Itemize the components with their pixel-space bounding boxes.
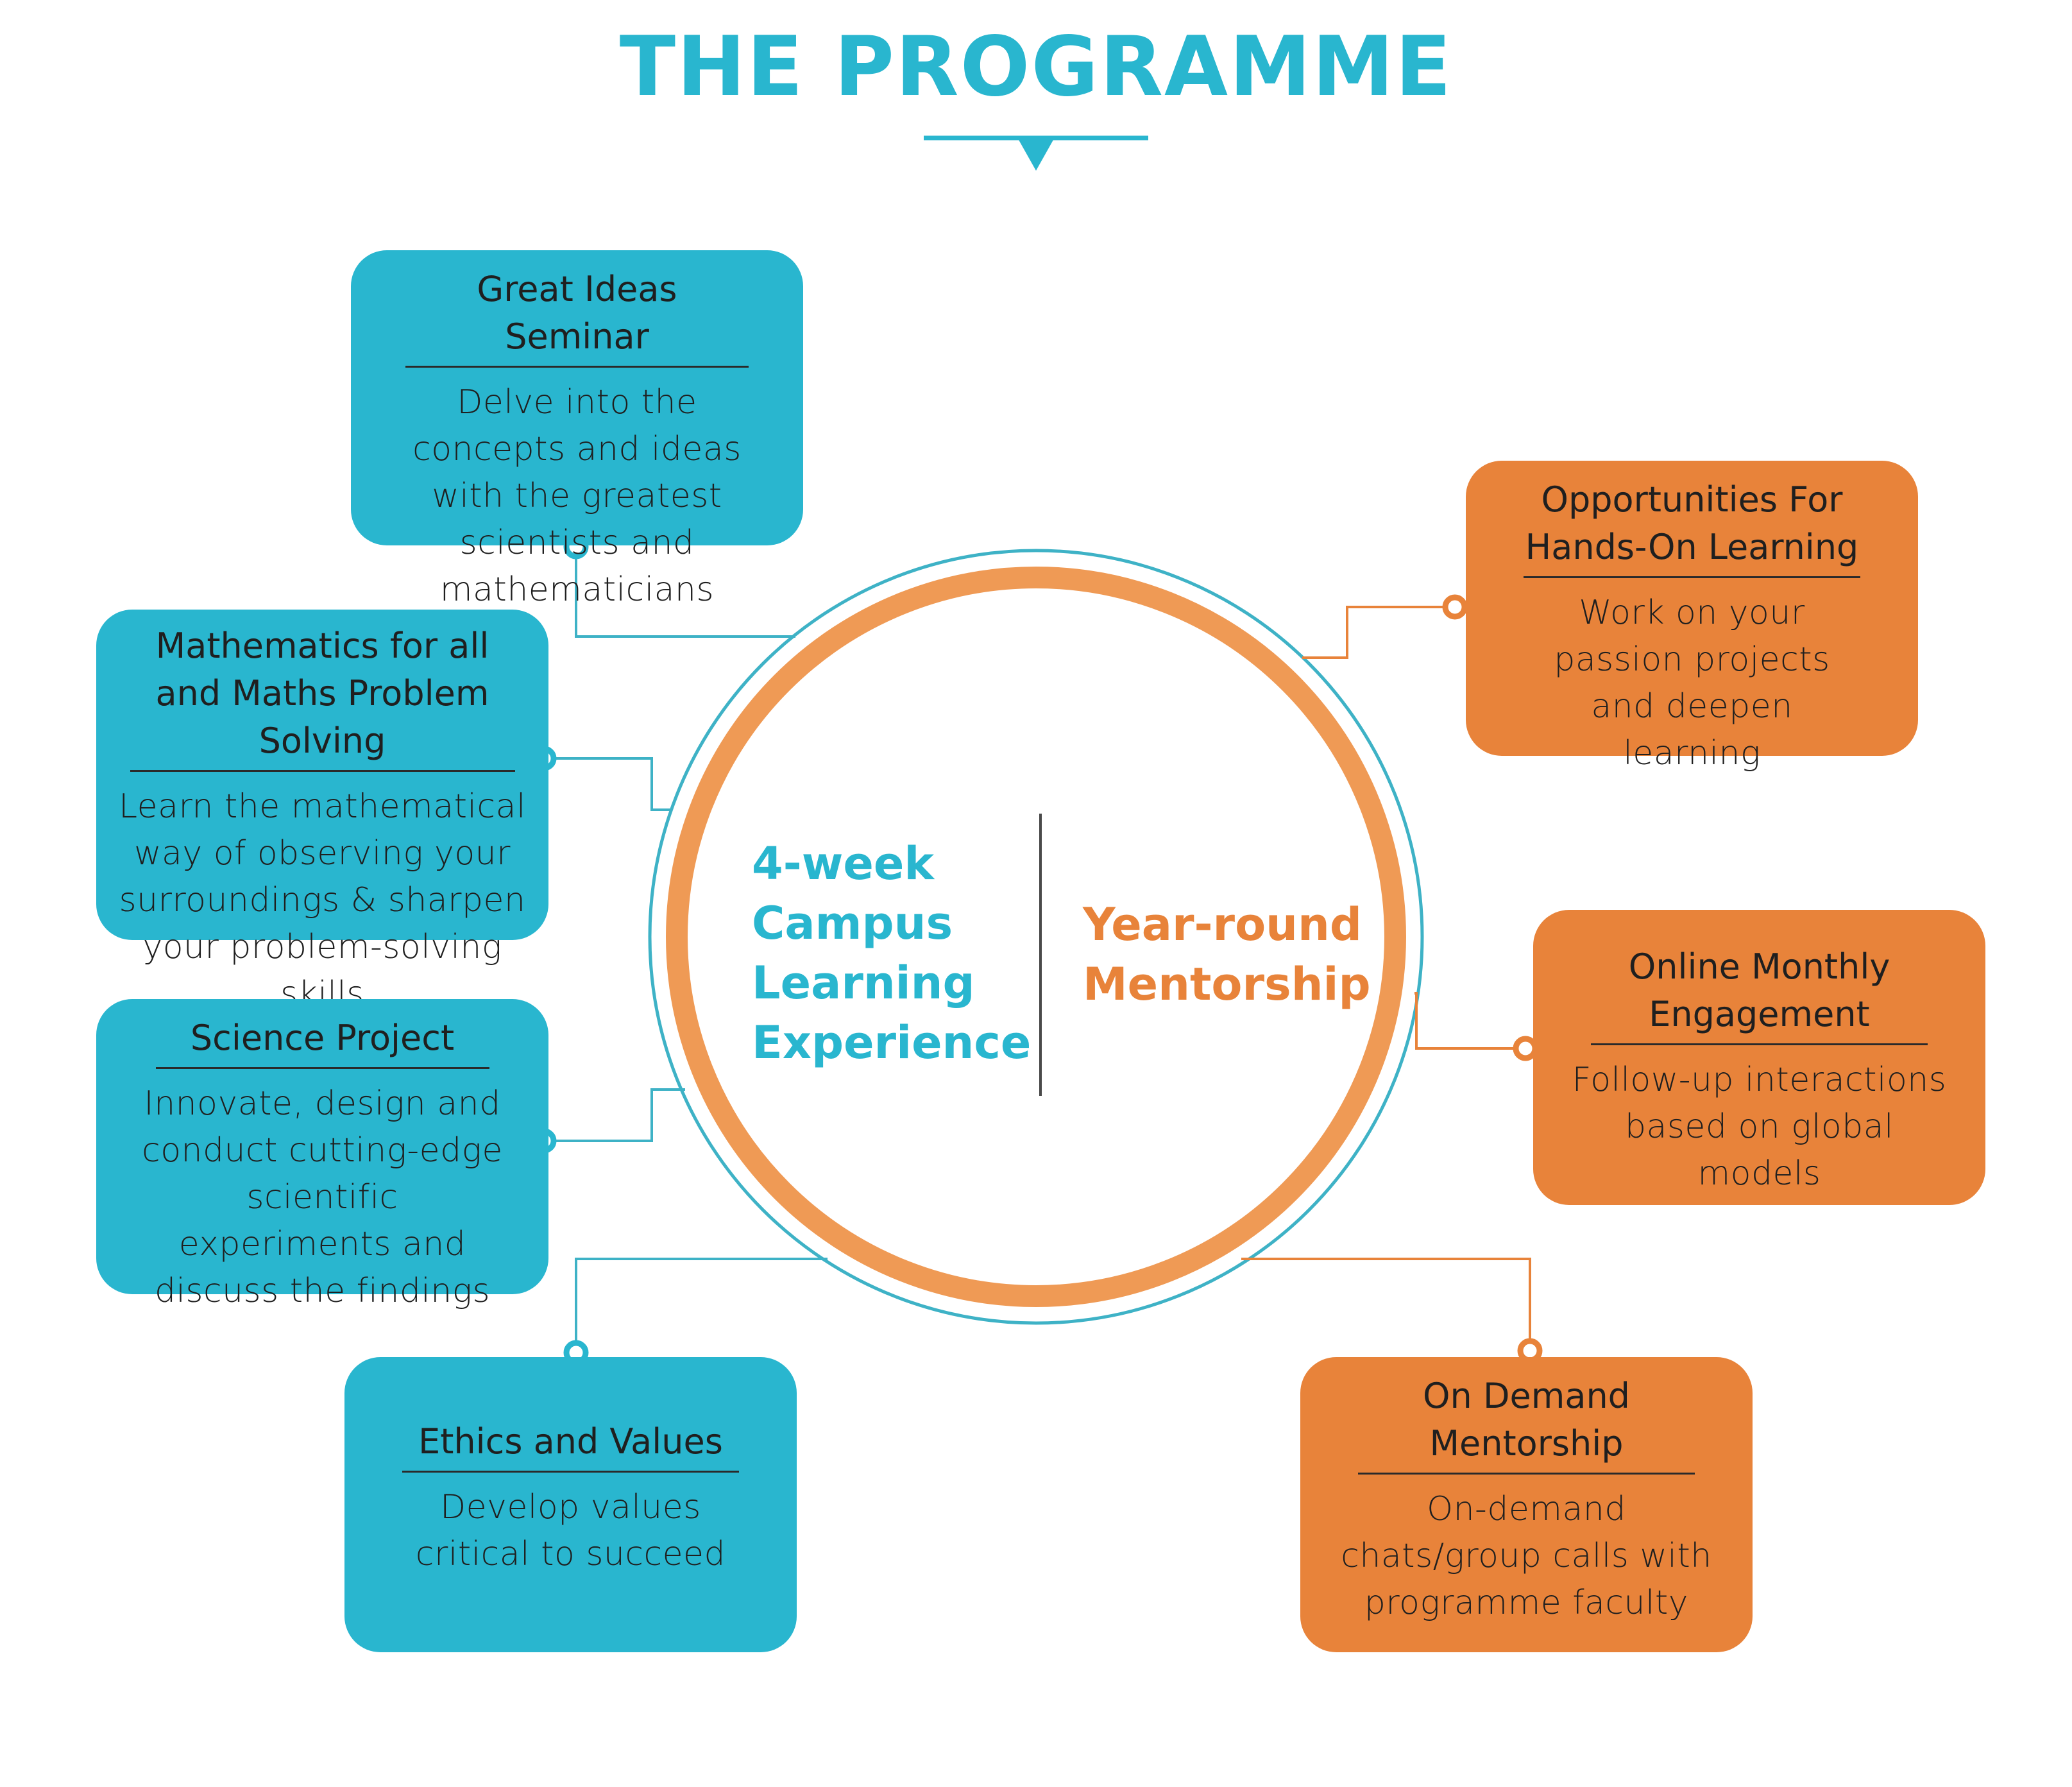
card-description: Work on your passion projects and deepen… xyxy=(1554,594,1830,773)
card-title: Opportunities For Hands-On Learning xyxy=(1524,476,1860,578)
connector-on-demand xyxy=(1241,1258,1531,1351)
card-title: On Demand Mentorship xyxy=(1358,1372,1695,1475)
card-title: Great Ideas Seminar xyxy=(405,266,749,368)
card-title: Mathematics for all and Maths Problem So… xyxy=(130,622,515,772)
card-title: Science Project xyxy=(155,1014,489,1069)
card-title: Ethics and Values xyxy=(402,1418,739,1473)
card-description: On-demand chats/group calls with program… xyxy=(1341,1490,1712,1622)
page-title: THE PROGRAMME xyxy=(619,19,1453,115)
dot-online-monthly xyxy=(1513,1036,1538,1061)
card-mathematics: Mathematics for all and Maths Problem So… xyxy=(96,610,548,1013)
center-campus-label: 4-week Campus Learning Experience xyxy=(752,837,1032,1069)
card-ethics-and-values: Ethics and Values Develop values critica… xyxy=(344,1357,797,1652)
center-mentorship-label: Year-round Mentorship xyxy=(1083,898,1371,1011)
card-description: Learn the mathematical way of observing … xyxy=(119,787,526,1013)
card-hands-on-learning: Opportunities For Hands-On Learning Work… xyxy=(1466,461,1918,773)
card-description: Follow-up interactions based on global m… xyxy=(1572,1061,1947,1193)
inner-ring xyxy=(666,567,1406,1307)
connector-mathematics xyxy=(544,757,672,811)
card-on-demand-mentorship: On Demand Mentorship On-demand chats/gro… xyxy=(1300,1357,1753,1652)
card-description: Innovate, design and conduct cutting-edg… xyxy=(142,1084,503,1310)
outer-ring xyxy=(648,549,1424,1325)
card-science-project: Science Project Innovate, design and con… xyxy=(96,999,548,1310)
connector-hands-on xyxy=(1302,606,1455,659)
dot-hands-on xyxy=(1442,594,1468,620)
connector-ethics xyxy=(575,1258,828,1353)
card-description: Delve into the concepts and ideas with t… xyxy=(412,383,742,609)
card-title: Online Monthly Engagement xyxy=(1591,943,1928,1045)
connector-science-project xyxy=(544,1088,685,1142)
connector-online-monthly xyxy=(1414,992,1525,1050)
center-divider xyxy=(1039,814,1042,1096)
card-online-monthly-engagement: Online Monthly Engagement Follow-up inte… xyxy=(1533,910,1985,1205)
title-pointer-icon xyxy=(1019,140,1053,171)
card-great-ideas-seminar: Great Ideas Seminar Delve into the conce… xyxy=(351,250,803,609)
card-description: Develop values critical to succeed xyxy=(415,1488,726,1573)
connector-great-ideas xyxy=(575,547,795,638)
